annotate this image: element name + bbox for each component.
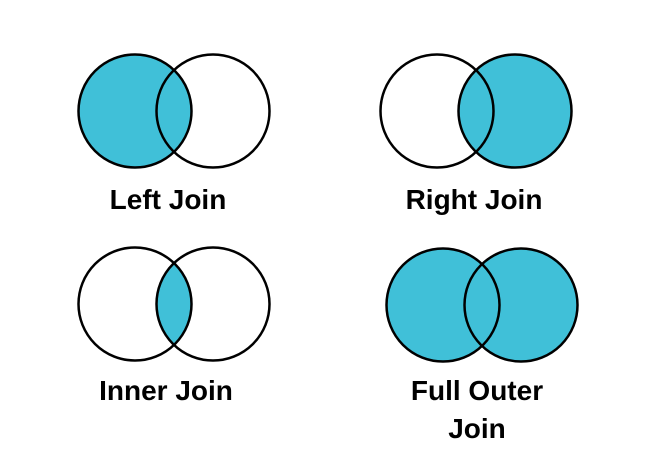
left-circle-outline (77, 246, 193, 362)
venn-full-outer-join (385, 247, 579, 363)
venn-inner-join (77, 246, 271, 362)
right-circle-outline (457, 53, 573, 169)
right-circle-outline (155, 53, 271, 169)
venn-right-join (379, 53, 573, 169)
left-circle-outline (379, 53, 495, 169)
diagram-label-left-join: Left Join (109, 184, 227, 215)
diagram-label-inner-join: Inner Join (99, 375, 233, 406)
right-circle-outline (463, 247, 579, 363)
diagram-label-right-join: Right Join (405, 184, 543, 215)
left-circle-outline (77, 53, 193, 169)
diagram-label-line-2: Join (448, 413, 506, 444)
diagram-label-line-1: Full Outer (410, 375, 544, 406)
diagram-label-full-outer-join: Full Outer Join (372, 372, 582, 448)
right-circle-outline (155, 246, 271, 362)
venn-left-join (77, 53, 271, 169)
left-circle-outline (385, 247, 501, 363)
